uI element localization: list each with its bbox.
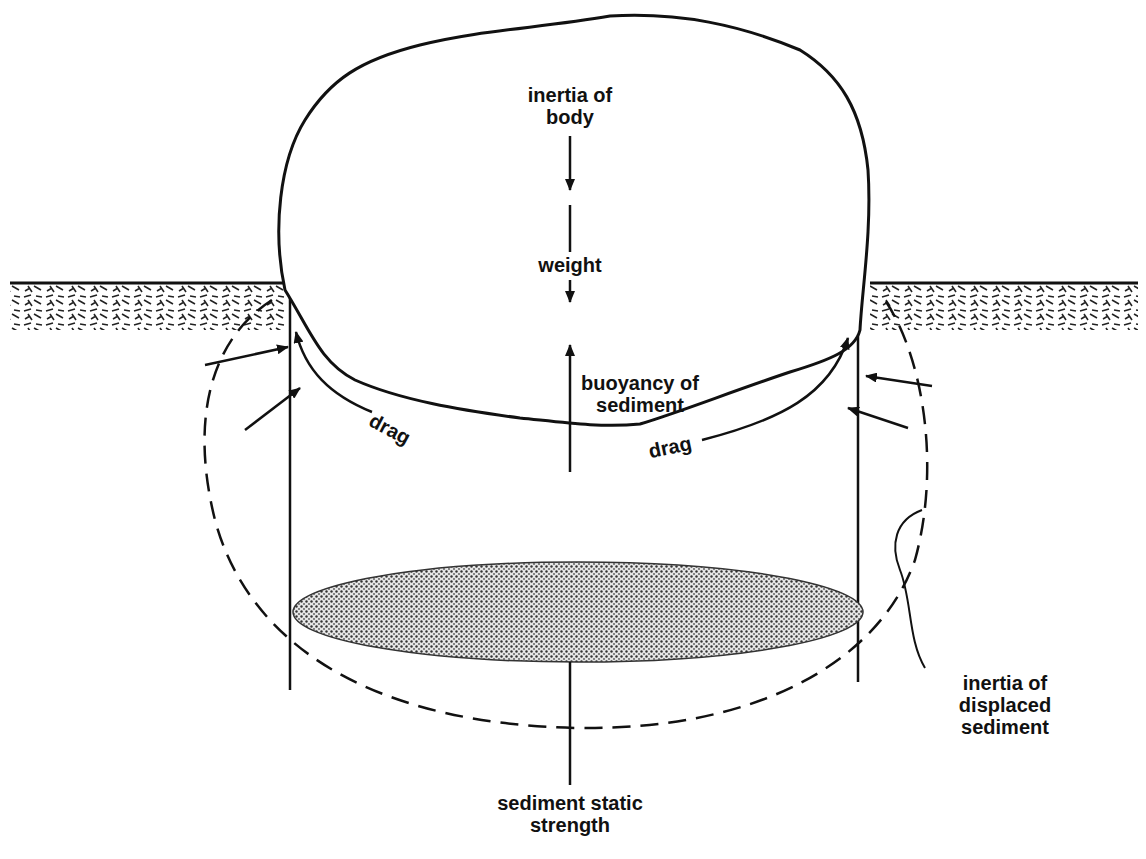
force-label: buoyancy of sediment [580, 372, 700, 416]
callout-label: inertia of displaced sediment [930, 672, 1080, 738]
drag-label: drag [358, 405, 421, 453]
force-label: sediment static strength [480, 792, 660, 836]
body-boulder [279, 15, 869, 425]
force-label: weight [520, 254, 620, 276]
static-zone [293, 562, 863, 662]
drag-label: drag [638, 430, 701, 464]
sediment-surface [870, 284, 1138, 330]
force-label: inertia of body [510, 84, 630, 128]
